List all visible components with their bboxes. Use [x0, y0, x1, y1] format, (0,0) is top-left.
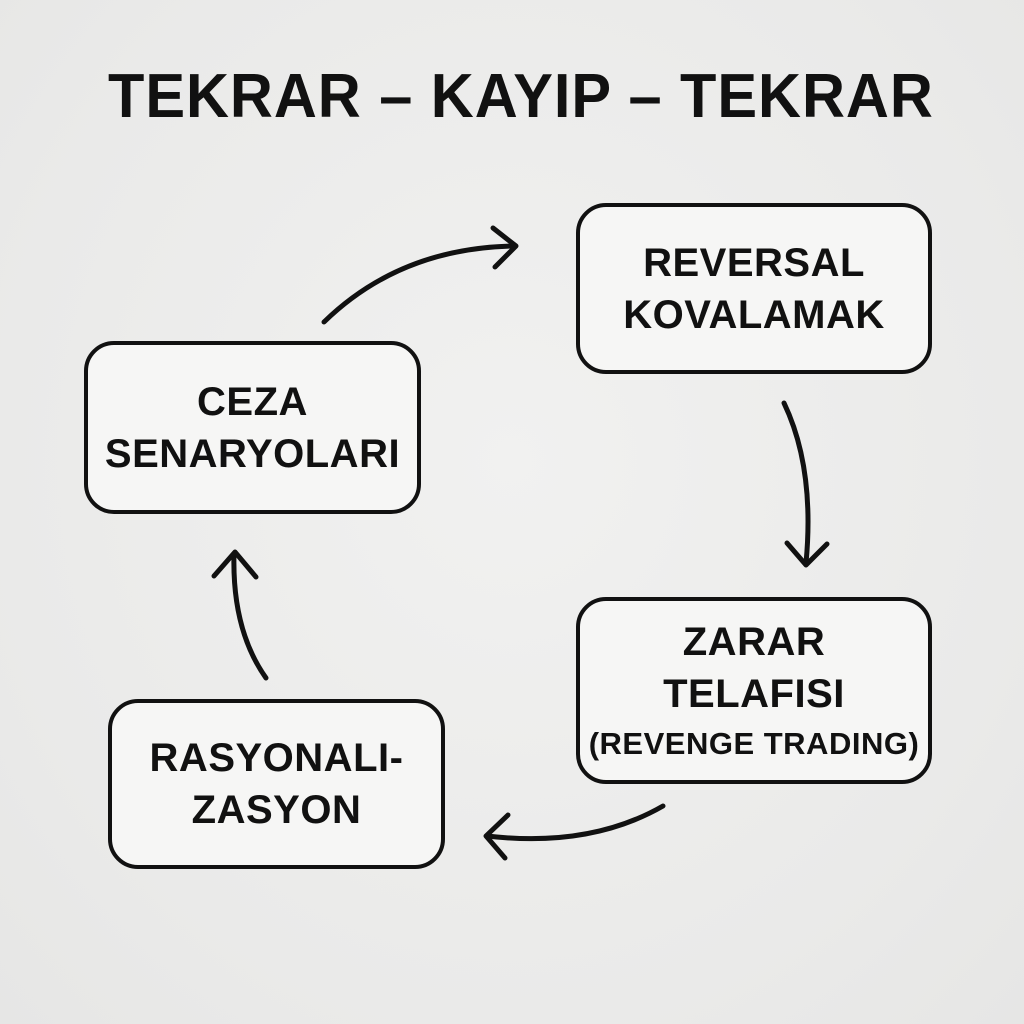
- arrow-ceza-to-reversal-curve: [321, 243, 517, 325]
- node-rasyon-line-2: ZASYON: [191, 788, 362, 832]
- node-reversal-line-2: KOVALAMAK: [623, 292, 885, 337]
- node-ceza-senaryolari: CEZA SENARYOLARI: [84, 341, 421, 514]
- node-zarar-line-1: ZARAR: [682, 619, 826, 664]
- node-ceza-line-2: SENARYOLARI: [104, 431, 401, 476]
- arrow-ceza-to-reversal: [321, 225, 519, 325]
- node-zarar-telafisi: ZARAR TELAFISI (REVENGE TRADING): [576, 597, 932, 784]
- arrow-reversal-to-zarar-head: [784, 540, 830, 568]
- arrow-zarar-to-rasyon: [483, 803, 666, 861]
- arrow-reversal-to-zarar: [781, 400, 830, 568]
- node-zarar-line-3: (REVENGE TRADING): [588, 725, 920, 761]
- arrow-reversal-to-zarar-curve: [781, 400, 811, 566]
- arrow-ceza-to-reversal-head: [490, 225, 519, 270]
- arrow-rasyon-to-ceza: [211, 549, 269, 681]
- arrow-rasyon-to-ceza-curve: [231, 551, 269, 681]
- node-zarar-line-2: TELAFISI: [663, 671, 845, 716]
- diagram-title: TEKRAR – KAYIP – TEKRAR: [108, 62, 934, 131]
- node-rasyonalizasyon: RASYONALI- ZASYON: [108, 699, 445, 869]
- node-ceza-line-1: CEZA: [197, 379, 308, 424]
- arrow-zarar-to-rasyon-head: [483, 812, 511, 861]
- node-reversal-kovalamak: REVERSAL KOVALAMAK: [576, 203, 932, 374]
- arrow-zarar-to-rasyon-curve: [484, 803, 666, 842]
- node-reversal-line-1: REVERSAL: [643, 240, 865, 285]
- node-rasyon-line-1: RASYONALI-: [149, 736, 404, 780]
- arrow-rasyon-to-ceza-head: [211, 549, 259, 580]
